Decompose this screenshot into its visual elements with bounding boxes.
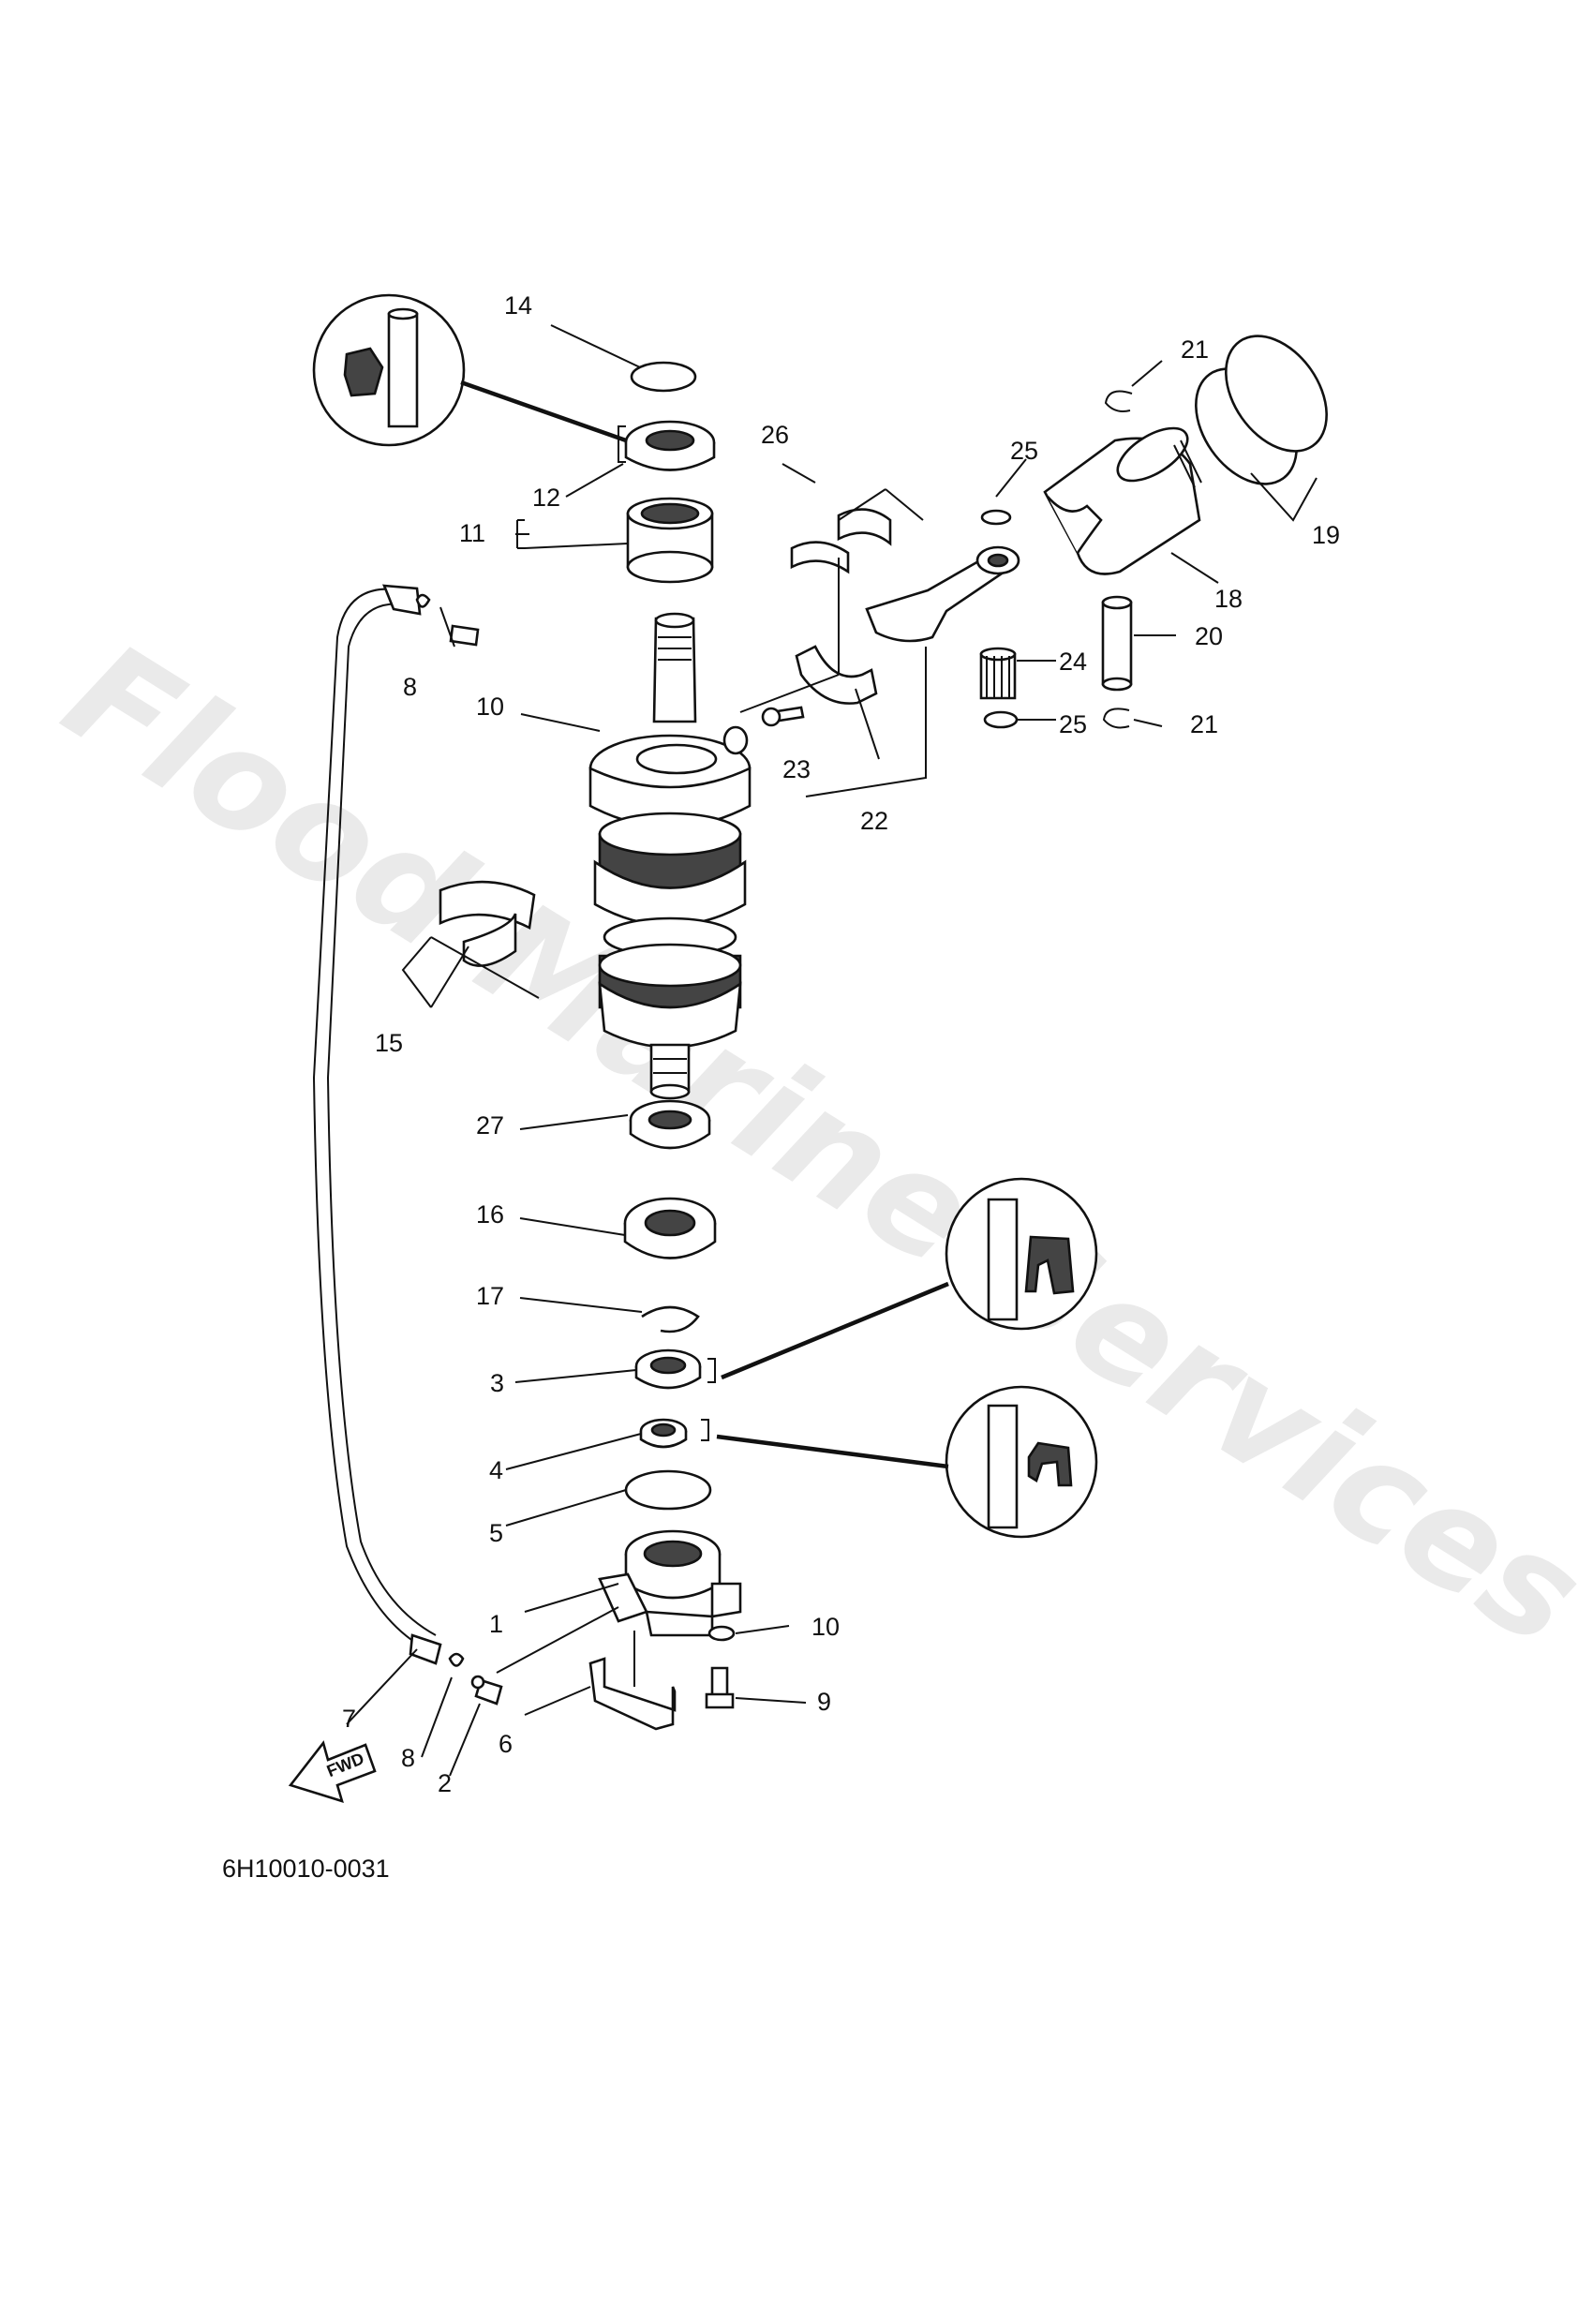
callout-10: 10 — [811, 1613, 840, 1641]
clip-8-upper — [415, 593, 480, 647]
callout-22: 22 — [860, 807, 888, 835]
callout-11: 10 — [476, 693, 504, 721]
callout-14: 14 — [504, 291, 532, 320]
bolt-9 — [705, 1666, 735, 1709]
bracket-13 — [618, 425, 626, 463]
washer-25-lower — [983, 710, 1019, 729]
callout-25-lower: 25 — [1059, 710, 1087, 738]
piston-pin-20 — [1101, 595, 1133, 692]
detail-circle-top — [312, 293, 627, 447]
callout-21-lower: 21 — [1190, 710, 1218, 738]
needle-bearing-24 — [979, 647, 1017, 700]
piston-18 — [1043, 426, 1202, 575]
diagram-code: 6H10010-0031 — [222, 1855, 390, 1883]
callout-23: 23 — [782, 755, 811, 783]
washer-25-upper — [980, 509, 1012, 526]
needle-bearing-12 — [626, 497, 714, 584]
plate-6 — [588, 1657, 677, 1731]
callout-21-upper: 21 — [1181, 335, 1209, 364]
circlip-21-lower — [1102, 708, 1130, 729]
circlip-21-upper — [1104, 390, 1133, 412]
callout-15: 15 — [375, 1029, 403, 1057]
fwd-arrow-icon: FWD — [288, 1740, 377, 1803]
leader-lines — [346, 324, 1317, 1777]
hose-7 — [312, 584, 442, 1665]
oil-seal-3 — [634, 1348, 702, 1390]
oil-seal-13 — [624, 420, 716, 471]
callout-27: 27 — [476, 1111, 504, 1140]
washer-10 — [707, 1625, 736, 1642]
callout-18: 18 — [1214, 585, 1243, 613]
detail-circle-middle — [721, 1177, 1098, 1380]
callout-3: 3 — [490, 1369, 504, 1397]
callout-26: 26 — [761, 421, 789, 449]
callout-6: 6 — [499, 1730, 513, 1758]
callout-19: 19 — [1312, 521, 1340, 549]
o-ring-14 — [630, 361, 697, 393]
bearing-26 — [790, 508, 892, 574]
callout-2: 2 — [438, 1769, 452, 1797]
callout-8-lower: 8 — [401, 1744, 415, 1772]
oil-seal-4 — [639, 1418, 688, 1449]
callout-17: 17 — [476, 1282, 504, 1310]
callout-20: 20 — [1195, 622, 1223, 650]
callout-5: 5 — [489, 1519, 503, 1547]
bracket-3 — [707, 1358, 716, 1383]
callout-7: 7 — [342, 1705, 356, 1733]
o-ring-5 — [624, 1469, 712, 1511]
callout-1: 1 — [489, 1610, 503, 1638]
fitting-2 — [470, 1675, 503, 1706]
piston-rings-19 — [1195, 335, 1328, 485]
callout-labels: 14 12 11 8 10 15 27 16 17 3 4 5 1 6 7 8 … — [342, 291, 1340, 1797]
connecting-rod — [865, 545, 1020, 643]
circlip-17 — [641, 1305, 700, 1333]
callout-25-upper: 25 — [1010, 437, 1038, 465]
clip-8-lower — [448, 1652, 465, 1667]
bearing-housing-1 — [598, 1529, 742, 1637]
callout-9: 9 — [817, 1688, 831, 1716]
bracket-4 — [701, 1419, 709, 1441]
part-27 — [629, 1099, 711, 1150]
callout-16: 16 — [476, 1200, 504, 1229]
detail-circle-lower — [716, 1385, 1098, 1539]
crankshaft — [588, 612, 752, 1100]
bearing-15 — [439, 880, 536, 967]
callout-12: 11 — [459, 519, 485, 547]
callout-8-upper: 8 — [403, 673, 417, 701]
callout-4: 4 — [489, 1456, 503, 1484]
callout-13: 12 — [532, 484, 560, 512]
bolt-23 — [761, 706, 805, 727]
callout-24: 24 — [1059, 648, 1087, 676]
ball-bearing-16 — [623, 1197, 717, 1259]
